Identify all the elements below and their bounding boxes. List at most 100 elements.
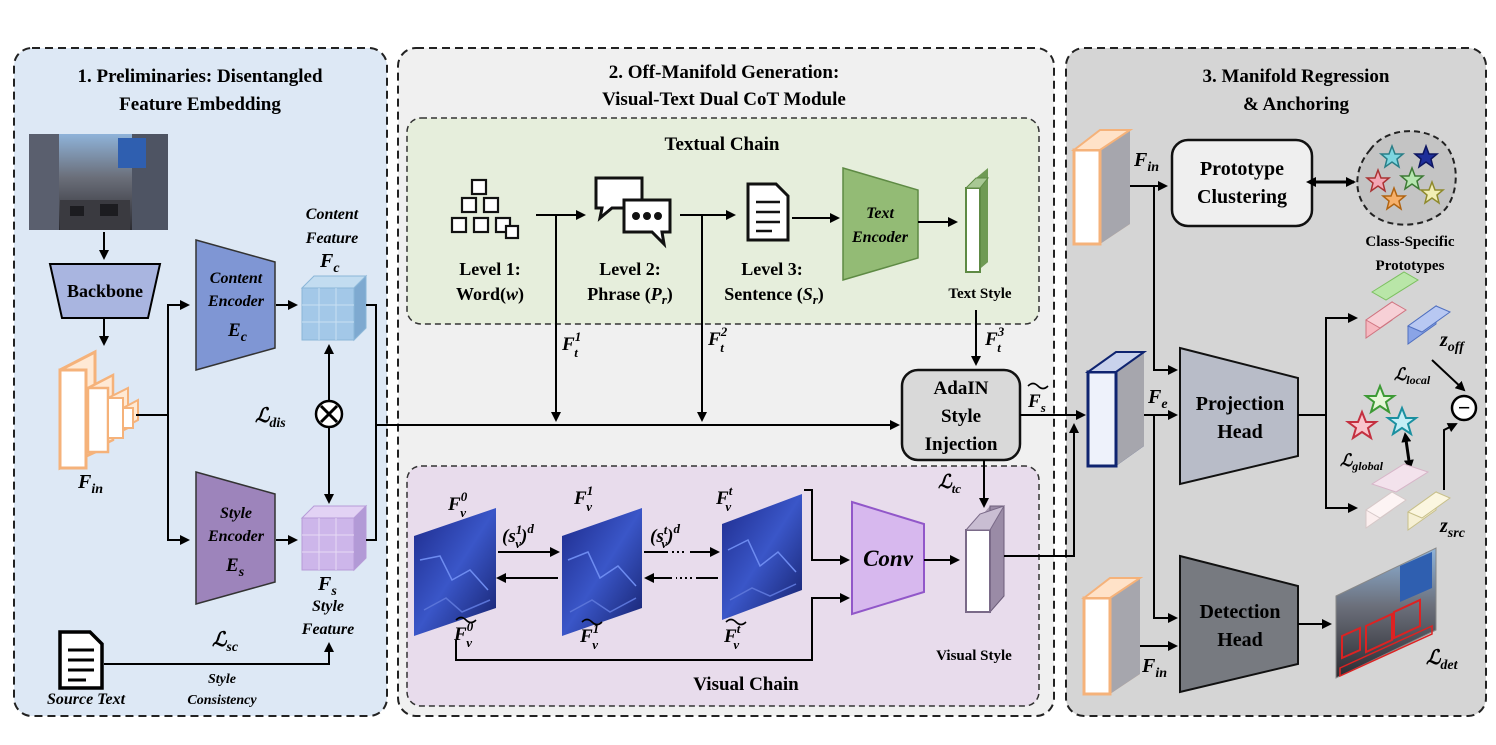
conv-block bbox=[851, 500, 925, 616]
style-encoder-symbol: Es bbox=[225, 555, 245, 580]
content-encoder-label1: Content bbox=[210, 270, 263, 287]
prototype-label2: Clustering bbox=[1197, 186, 1287, 208]
content-feature-label2: Feature bbox=[305, 230, 358, 247]
f-in-label: Fin bbox=[77, 471, 103, 497]
level2-phrase: Phrase (Pr) bbox=[587, 284, 673, 307]
sentence-document-icon bbox=[746, 182, 790, 242]
f-e-label: Fe bbox=[1147, 386, 1168, 412]
panel2-title-line2: Visual-Text Dual CoT Module bbox=[602, 89, 846, 110]
text-style-label: Text Style bbox=[948, 286, 1012, 302]
style-encoder-block bbox=[195, 471, 276, 605]
backbone-block bbox=[48, 263, 162, 319]
level3-label: Level 3: bbox=[741, 259, 802, 279]
minus-label: − bbox=[1458, 395, 1471, 420]
adain-label1: AdaIN bbox=[934, 378, 989, 399]
adain-label3: Injection bbox=[925, 434, 998, 455]
text-encoder-block bbox=[842, 166, 919, 282]
subtract-icon bbox=[1450, 394, 1478, 422]
style-feature-label2: Feature bbox=[301, 621, 354, 638]
prototype-label1: Prototype bbox=[1200, 158, 1284, 180]
visual-feature-map-1 bbox=[562, 508, 642, 636]
style-feature-label1: Style bbox=[312, 598, 344, 615]
f-in-feature-stack bbox=[58, 349, 139, 471]
level3-sentence: Sentence (Sr) bbox=[724, 284, 824, 307]
detection-label1: Detection bbox=[1199, 601, 1280, 623]
input-image bbox=[29, 134, 168, 230]
visual-chain-title: Visual Chain bbox=[693, 674, 799, 695]
global-prototype-stars bbox=[1345, 383, 1419, 441]
content-encoder-block bbox=[195, 239, 276, 371]
content-feature-symbol: Fc bbox=[319, 250, 340, 276]
f-in-bottom-label: Fin bbox=[1141, 655, 1167, 681]
panel1-title-line1: 1. Preliminaries: Disentangled bbox=[77, 66, 322, 87]
l-sc-label: ℒsc bbox=[212, 629, 239, 655]
conv-label: Conv bbox=[863, 546, 914, 571]
source-text-label: Source Text bbox=[47, 691, 126, 708]
projection-label1: Projection bbox=[1196, 393, 1285, 415]
f-in-top-label: Fin bbox=[1133, 149, 1159, 175]
f-e-feature bbox=[1084, 351, 1148, 468]
content-encoder-label2: Encoder bbox=[207, 293, 265, 310]
level2-label: Level 2: bbox=[599, 259, 660, 279]
panel3-title-line1: 3. Manifold Regression bbox=[1202, 66, 1389, 87]
content-feature-cube bbox=[300, 274, 368, 342]
source-text-icon bbox=[58, 630, 104, 690]
level1-label: Level 1: bbox=[459, 259, 520, 279]
z-off-label: zoff bbox=[1439, 329, 1465, 355]
visual-feature-map-0 bbox=[414, 508, 496, 636]
text-encoder-label2: Encoder bbox=[851, 229, 909, 246]
l-det-label: ℒdet bbox=[1426, 647, 1459, 673]
text-style-feature bbox=[964, 168, 990, 273]
l-local-label: ℒlocal bbox=[1394, 365, 1431, 387]
style-consistency-label1: Style bbox=[208, 672, 236, 687]
adain-label2: Style bbox=[941, 406, 981, 427]
f-in-bottom-feature bbox=[1081, 577, 1144, 696]
textual-chain-title: Textual Chain bbox=[665, 134, 780, 155]
content-encoder-symbol: Ec bbox=[227, 320, 248, 345]
visual-style-feature bbox=[964, 505, 1006, 614]
panel3-title-line2: & Anchoring bbox=[1243, 94, 1350, 115]
panel-off-manifold: 2. Off-Manifold Generation: Visual-Text … bbox=[376, 47, 1055, 717]
panel2-title-line1: 2. Off-Manifold Generation: bbox=[609, 62, 840, 83]
class-prototype-stars bbox=[1364, 143, 1446, 211]
detection-head-block bbox=[1179, 554, 1299, 694]
word-blocks-icon bbox=[450, 178, 520, 240]
panel-manifold-regression: 3. Manifold Regression & Anchoring Fs Fi… bbox=[1004, 47, 1487, 717]
content-feature-label1: Content bbox=[306, 206, 359, 223]
visual-style-label: Visual Style bbox=[936, 648, 1012, 664]
style-feature-symbol: Fs bbox=[317, 573, 337, 599]
l-dis-label: ℒdis bbox=[255, 405, 286, 431]
detection-label2: Head bbox=[1217, 629, 1263, 651]
backbone-label: Backbone bbox=[67, 281, 143, 301]
panel-preliminaries: 1. Preliminaries: Disentangled Feature E… bbox=[13, 47, 388, 717]
textual-chain-box bbox=[406, 117, 1040, 325]
prototype-clustering-block bbox=[1170, 138, 1314, 228]
panel1-title-line2: Feature Embedding bbox=[119, 94, 281, 115]
level1-word: Word(w) bbox=[456, 284, 524, 305]
detection-output-image bbox=[1335, 547, 1437, 679]
visual-feature-map-t bbox=[722, 494, 802, 620]
style-encoder-label1: Style bbox=[220, 505, 252, 522]
l-tc-label: ℒtc bbox=[938, 472, 961, 496]
style-feature-cube bbox=[300, 504, 368, 572]
text-encoder-label1: Text bbox=[866, 205, 894, 222]
class-specific-label1: Class-Specific bbox=[1365, 234, 1455, 250]
phrase-chat-icon bbox=[594, 176, 672, 249]
f-in-top-feature bbox=[1071, 129, 1134, 246]
class-specific-label2: Prototypes bbox=[1376, 258, 1445, 274]
z-src-embeddings bbox=[1365, 463, 1452, 531]
fs-tilde-label: Fs bbox=[1027, 391, 1046, 415]
style-consistency-label2: Consistency bbox=[187, 693, 257, 708]
